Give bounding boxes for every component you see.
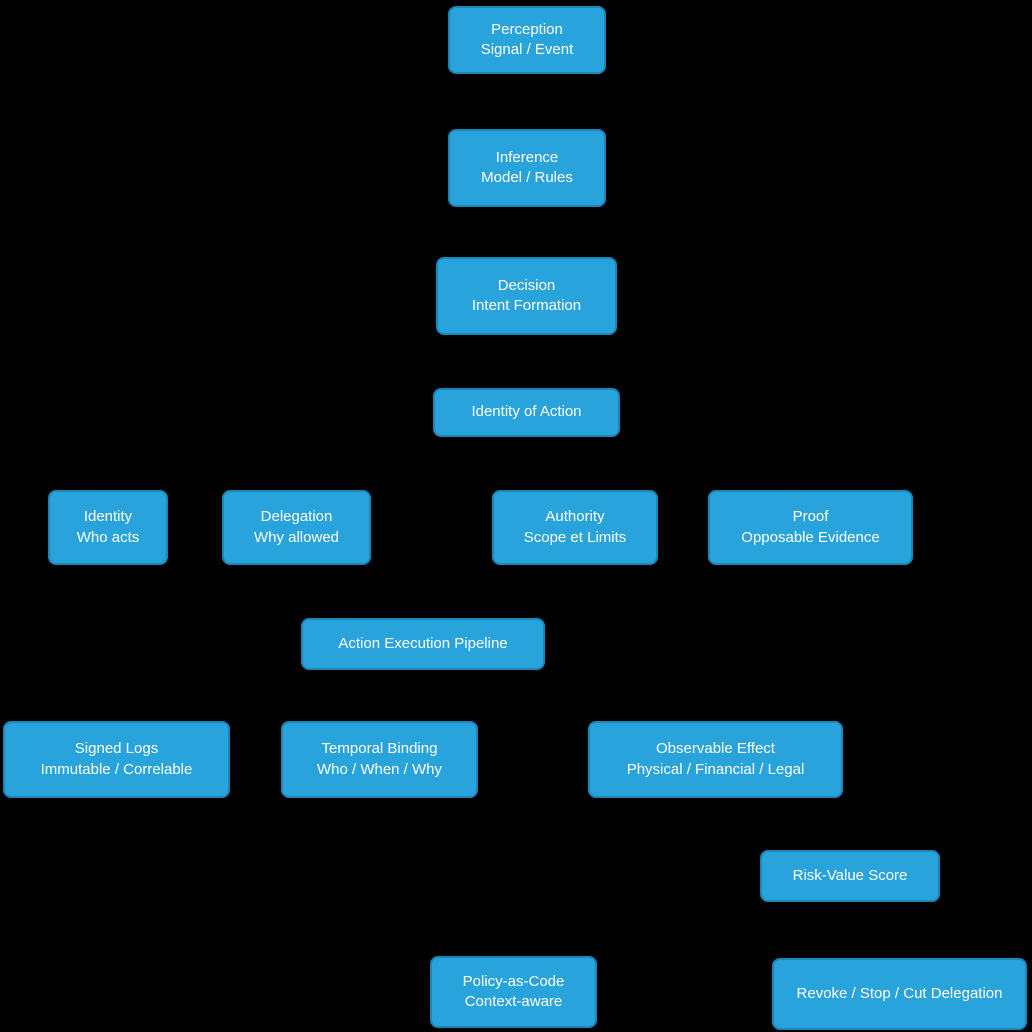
node-authority: Authority Scope et Limits: [492, 490, 658, 565]
node-sublabel: Intent Formation: [471, 297, 582, 314]
node-label: Temporal Binding: [321, 740, 438, 758]
node-label: Policy-as-Code: [462, 972, 565, 990]
node-risk-value-score: Risk-Value Score: [760, 850, 940, 902]
node-sublabel: Who / When / Why: [316, 760, 443, 778]
node-label: Identity of Action: [471, 403, 582, 421]
node-identity-of-action: Identity of Action: [433, 388, 620, 437]
node-sublabel: Context-aware: [464, 993, 563, 1010]
node-label: Revoke / Stop / Cut Delegation: [796, 984, 1003, 1002]
node-sublabel: Physical / Financial / Legal: [626, 760, 805, 778]
node-identity: Identity Who acts: [48, 490, 168, 565]
node-sublabel: Immutable / Correlable: [40, 760, 193, 778]
node-label: Proof: [792, 508, 829, 526]
node-revoke-stop-cut-delegation: Revoke / Stop / Cut Delegation: [772, 958, 1027, 1030]
node-label: Decision: [497, 276, 556, 294]
node-label: Delegation: [260, 508, 333, 526]
node-label: Identity: [83, 508, 133, 526]
node-signed-logs: Signed Logs Immutable / Correlable: [3, 721, 230, 798]
node-sublabel: Opposable Evidence: [741, 528, 880, 546]
node-temporal-binding: Temporal Binding Who / When / Why: [281, 721, 478, 798]
node-label: Perception: [491, 20, 563, 38]
node-sublabel: Model / Rules: [481, 169, 573, 186]
node-label: Observable Effect: [656, 740, 775, 758]
node-label: Authority: [545, 508, 605, 526]
node-action-execution-pipeline: Action Execution Pipeline: [301, 618, 545, 670]
node-proof: Proof Opposable Evidence: [708, 490, 913, 565]
node-label: Risk-Value Score: [792, 866, 908, 884]
node-sublabel: Who acts: [76, 528, 140, 546]
node-policy-as-code: Policy-as-Code Context-aware: [430, 956, 597, 1028]
node-inference: Inference Model / Rules: [448, 129, 606, 207]
node-perception: Perception Signal / Event: [448, 6, 606, 74]
node-sublabel: Scope et Limits: [523, 528, 627, 546]
node-observable-effect: Observable Effect Physical / Financial /…: [588, 721, 843, 798]
node-sublabel: Signal / Event: [480, 41, 574, 58]
node-delegation: Delegation Why allowed: [222, 490, 371, 565]
node-label: Action Execution Pipeline: [338, 634, 508, 652]
node-label: Inference: [495, 148, 559, 166]
node-sublabel: Why allowed: [253, 528, 340, 546]
node-label: Signed Logs: [74, 740, 159, 758]
node-decision: Decision Intent Formation: [436, 257, 617, 335]
